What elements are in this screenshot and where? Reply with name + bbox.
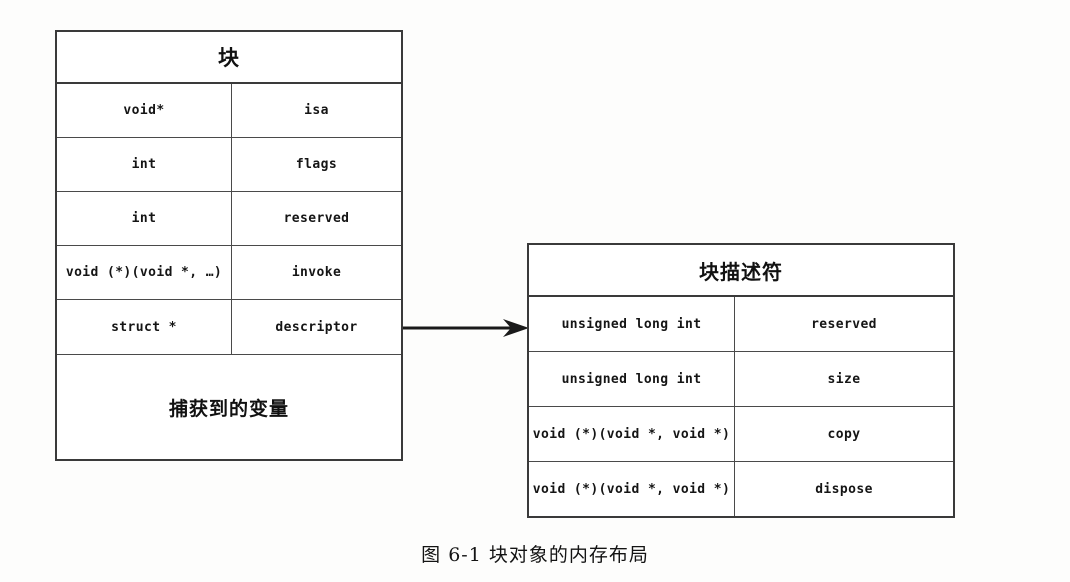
captured-variables-row: 捕获到的变量	[168, 397, 289, 420]
block-descriptor-table: 块描述符 unsigned long int reserved unsigned…	[527, 243, 955, 518]
table-row: void (*)(void *, void *) dispose	[529, 462, 953, 516]
field-type: void (*)(void *, …)	[57, 246, 232, 299]
field-type: void (*)(void *, void *)	[529, 407, 735, 461]
table-row: void* isa	[57, 84, 401, 138]
table-row: int flags	[57, 138, 401, 192]
table-row: void (*)(void *, …) invoke	[57, 246, 401, 300]
table-row: unsigned long int size	[529, 352, 953, 407]
arrow-right-icon	[403, 318, 529, 338]
block-table-title: 块	[57, 32, 401, 84]
field-type: void (*)(void *, void *)	[529, 462, 735, 516]
field-type: unsigned long int	[529, 297, 735, 351]
field-type: int	[57, 192, 232, 245]
field-name: dispose	[815, 481, 873, 497]
field-name: invoke	[291, 265, 342, 280]
table-row: void (*)(void *, void *) copy	[529, 407, 953, 462]
table-row: struct * descriptor	[57, 300, 401, 355]
field-type: struct *	[57, 300, 232, 354]
field-name: descriptor	[275, 319, 358, 335]
field-name: reserved	[811, 316, 877, 332]
field-name: reserved	[283, 211, 350, 226]
field-type: int	[57, 138, 232, 191]
block-struct-table: 块 void* isa int flags int reserved void …	[55, 30, 403, 461]
table-row: unsigned long int reserved	[529, 297, 953, 352]
figure-caption: 图 6-1 块对象的内存布局	[421, 544, 649, 566]
table-row: int reserved	[57, 192, 401, 246]
field-name: isa	[304, 103, 329, 118]
field-type: unsigned long int	[529, 352, 735, 406]
descriptor-table-title: 块描述符	[529, 245, 953, 297]
field-name: flags	[295, 157, 338, 172]
field-name: copy	[827, 426, 861, 442]
field-type: void*	[57, 84, 232, 137]
field-name: size	[827, 371, 861, 387]
